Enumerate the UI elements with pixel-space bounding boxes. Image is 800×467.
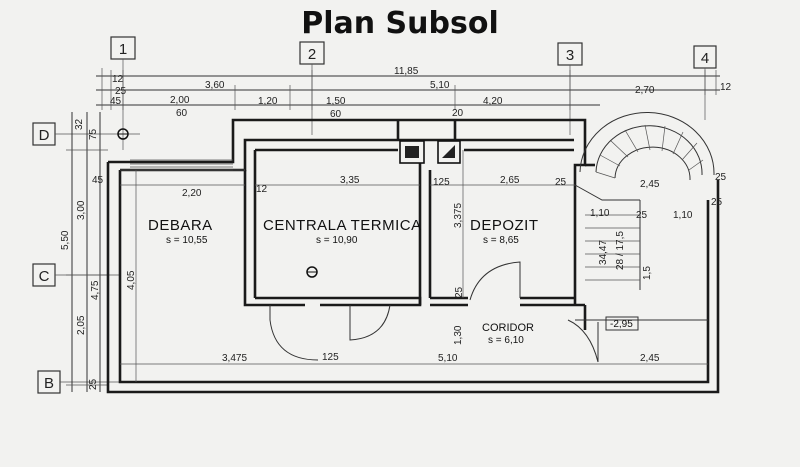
level-marker: -2,95 [605, 316, 639, 331]
axis-label-B: B [44, 375, 54, 392]
dim-height-405: 4,05 [126, 270, 137, 290]
dim-total-width: 11,85 [394, 66, 419, 77]
axis-label-1: 1 [119, 41, 127, 58]
dim-small-b: 45 [110, 96, 122, 107]
dim-r2-a: 2,00 [170, 95, 190, 106]
door-debara-swing [269, 319, 319, 361]
dim-dep-125: 125 [433, 177, 450, 188]
walls [106, 118, 720, 394]
room-area-centrala: s = 10,90 [316, 235, 358, 246]
axis-label-4: 4 [701, 50, 709, 67]
dim-left-l4: 32 [74, 118, 85, 130]
dim-stair-25c: 25 [711, 197, 723, 208]
dim-left-l1: 3,00 [76, 200, 87, 220]
dim-d2: 5,10 [430, 80, 450, 91]
dim-stair-a: 1,10 [590, 208, 610, 219]
dim-bottom-b: 5,10 [438, 353, 458, 364]
dim-stair-25: 25 [715, 172, 727, 183]
stair-dimensions: 1,10 1,10 2,45 28 / 17,5 1,5 34,47 25 25… [590, 172, 727, 280]
dim-stair-25b: 25 [636, 210, 648, 221]
axis-label-D: D [39, 127, 50, 144]
dim-centrala-width: 3,35 [340, 175, 360, 186]
dim-left-l6: 45 [92, 175, 104, 186]
dim-r2-c2: 60 [330, 109, 342, 120]
dim-wall-12: 12 [256, 184, 268, 195]
axis-label-C: C [39, 268, 50, 285]
dim-small-a: 12 [112, 74, 124, 85]
room-area-coridor: s = 6,10 [488, 335, 524, 346]
dim-bottom-c: 2,45 [640, 353, 660, 364]
dim-wall-125: 125 [322, 352, 339, 363]
dim-r2-d: 20 [452, 108, 464, 119]
dim-left-l3: 2,05 [76, 315, 87, 335]
door-coridor-swing [567, 319, 599, 363]
room-labels: DEBARA s = 10,55 CENTRALA TERMICA s = 10… [148, 217, 539, 346]
dim-left-l2: 4,75 [90, 280, 101, 300]
dim-stair-f: 34,47 [598, 240, 609, 265]
room-name-centrala: CENTRALA TERMICA [263, 217, 422, 234]
top-dimensions: 11,85 3,60 5,10 2,70 12 2,00 60 1,20 1,5… [96, 66, 732, 120]
dim-stair-d: 28 / 17,5 [615, 231, 626, 270]
dim-stair-b: 1,10 [673, 210, 693, 221]
room-name-depozit: DEPOZIT [470, 217, 539, 234]
door-centrala-swing [349, 304, 391, 341]
dim-r2-b: 1,20 [258, 96, 278, 107]
dim-small-c: 25 [115, 86, 127, 97]
dim-depozit-height: 3,375 [453, 203, 464, 228]
axis-label-3: 3 [566, 47, 574, 64]
interior-dimensions: 2,20 3,35 2,65 4,05 3,375 1,30 3,475 5,1… [120, 150, 708, 382]
axis-label-2: 2 [308, 46, 316, 63]
dim-r2-a2: 60 [176, 108, 188, 119]
dim-coridor-height: 1,30 [453, 325, 464, 345]
room-area-depozit: s = 8,65 [483, 235, 519, 246]
dim-d1: 3,60 [205, 80, 225, 91]
room-area-debara: s = 10,55 [166, 235, 208, 246]
spiral-staircase [574, 112, 715, 290]
dim-r2-e: 4,20 [483, 96, 503, 107]
plan-title: Plan Subsol [301, 6, 499, 41]
dim-depozit-width: 2,65 [500, 175, 520, 186]
dim-left-l7: 25 [88, 378, 99, 390]
doors [269, 261, 599, 363]
door-depozit-swing [469, 261, 521, 301]
dim-dep-25: 25 [454, 286, 465, 298]
dim-stair-e: 1,5 [642, 266, 653, 280]
dim-left-l5: 75 [88, 128, 99, 140]
dim-debara-width: 2,20 [182, 188, 202, 199]
dim-stair-c: 2,45 [640, 179, 660, 190]
dim-bottom-a: 3,475 [222, 353, 247, 364]
dim-r2-c: 1,50 [326, 96, 346, 107]
level-value: -2,95 [610, 319, 633, 330]
dim-d4: 12 [720, 82, 732, 93]
chimney-vents [399, 140, 461, 164]
room-name-coridor: CORIDOR [482, 322, 534, 334]
dim-d3: 2,70 [635, 85, 655, 96]
room-name-debara: DEBARA [148, 217, 213, 234]
left-dimensions: 5,50 3,00 4,75 2,05 32 75 45 25 [60, 112, 108, 392]
dim-left-total: 5,50 [60, 230, 71, 250]
dim-wall-25: 25 [555, 177, 567, 188]
